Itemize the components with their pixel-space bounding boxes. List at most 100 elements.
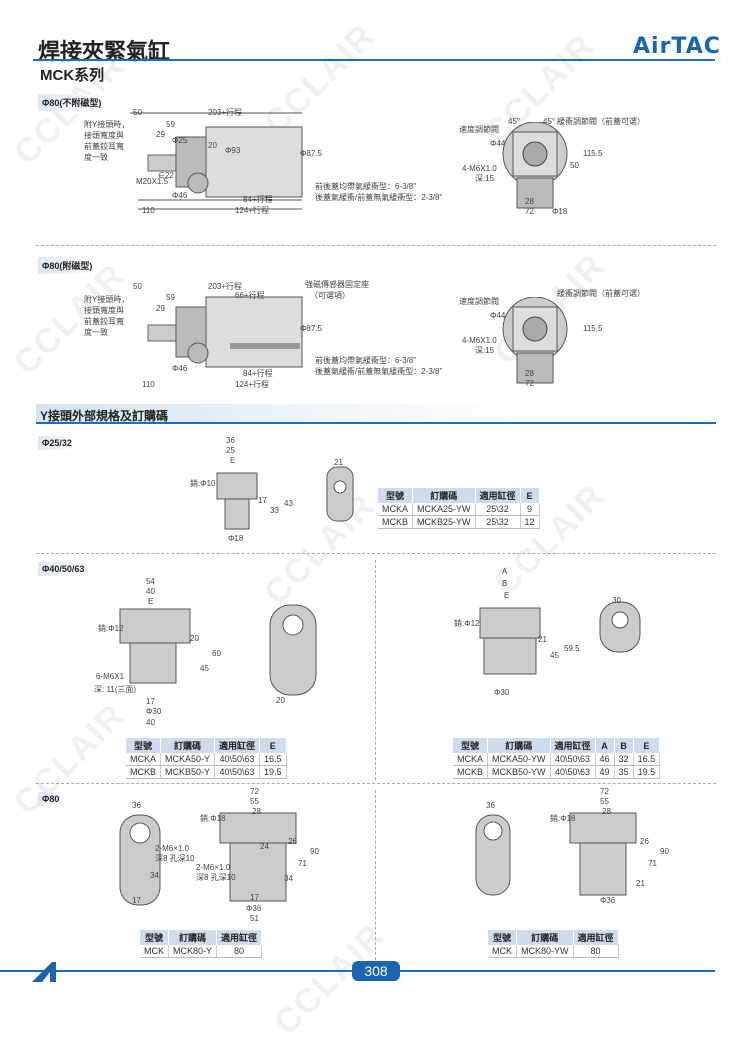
dim-label: 速度調節閥: [459, 297, 499, 306]
dim-label: 51: [250, 914, 259, 923]
y-joint-80-left-drawing: [119, 812, 297, 906]
note-line: 接頭寬度與: [84, 306, 124, 315]
th: E: [259, 738, 287, 753]
dim-label: 速度調節閥: [459, 125, 499, 134]
dim-label: Φ36: [600, 896, 616, 905]
dim-label: 43: [284, 499, 293, 508]
cell: 46: [595, 753, 615, 766]
cell: 9: [520, 503, 540, 516]
dim-label: Φ30: [494, 688, 510, 697]
cell: MCKA25-YW: [412, 503, 476, 516]
dim-label: 26: [288, 837, 297, 846]
series-title: MCK系列: [40, 67, 105, 84]
size-tag-80: Φ80: [38, 792, 64, 806]
dim-label: 6-M6X1: [96, 672, 125, 681]
dim-label: 40: [146, 718, 155, 727]
dim-label: 銷:Φ12: [98, 624, 124, 633]
th: 型號: [126, 738, 162, 753]
port-note: 前後蓋均帶氣緩衝型：6-3/8": [315, 182, 417, 191]
dim-label: 36: [226, 436, 235, 445]
cell: MCKB: [126, 765, 162, 779]
th: 訂購碼: [168, 930, 218, 945]
dim-label: 36: [132, 801, 141, 810]
dim-label: 29: [156, 130, 165, 139]
cell: 49: [595, 765, 615, 779]
dim-label: 71: [648, 859, 657, 868]
cell: MCKA50-YW: [487, 753, 551, 766]
dim-label: 28: [525, 197, 534, 206]
dim-label: 25: [226, 446, 235, 455]
section-tag-magnetic: Φ80(附磁型): [38, 257, 97, 274]
dim-label: Φ46: [172, 191, 188, 200]
dim-label: 銷:Φ10: [190, 479, 216, 488]
dim-label: 59: [166, 293, 175, 302]
th: 適用缸徑: [475, 488, 521, 503]
header-divider: [33, 59, 715, 61]
dim-label: 深:15: [475, 346, 495, 355]
dim-label: 84+行程: [243, 195, 273, 204]
dim-label: 203+行程: [208, 108, 243, 117]
dim-label: 29: [156, 304, 165, 313]
cell: 16.5: [259, 753, 287, 766]
note-line: 前蓋鉸耳寬: [84, 317, 124, 326]
section-tag-non-magnetic: Φ80(不附磁型): [38, 94, 106, 111]
dim-label: B: [502, 579, 508, 588]
cell: 19.5: [633, 765, 661, 779]
th: 適用缸徑: [573, 930, 619, 945]
dim-label: Φ46: [172, 364, 188, 373]
cell: 40\50\63: [214, 765, 261, 779]
cell: 80: [216, 945, 263, 958]
cell: MCKA50-Y: [160, 753, 216, 766]
dim-label: 33: [270, 506, 279, 515]
cell: 16.5: [633, 753, 661, 766]
dim-label: 40: [146, 587, 155, 596]
note-line: 附Y接頭時，: [84, 295, 130, 304]
dim-label: 45°: [543, 117, 556, 126]
dim-label: Φ87.5: [300, 149, 322, 158]
dim-label: 34: [150, 871, 159, 880]
th: B: [614, 738, 634, 753]
dim-label: 115.5: [583, 149, 603, 158]
dim-label: ∈22: [158, 171, 174, 180]
th: 型號: [488, 930, 517, 945]
cell: MCKA: [378, 503, 414, 516]
y-joint-40-left-drawing: [119, 604, 317, 696]
cell: MCKB50-Y: [160, 765, 216, 779]
cell: 40\50\63: [550, 753, 596, 766]
y-joint-40-right-drawing: [479, 601, 641, 675]
cell: 40\50\63: [550, 765, 596, 779]
cell: 32: [614, 753, 634, 766]
section-divider: [36, 553, 716, 554]
th: 訂購碼: [487, 738, 551, 753]
dim-label: 84+行程: [243, 369, 273, 378]
dim-label: 45°: [508, 117, 521, 126]
dim-label: 26: [640, 837, 649, 846]
cylinder-end-view-2: [502, 297, 568, 384]
dim-label: Φ30: [146, 707, 162, 716]
dim-label: 4-M6X1.0: [462, 336, 497, 345]
dim-label: E: [504, 591, 510, 600]
watermark: CCLAIR: [6, 696, 133, 823]
dim-label: 17: [132, 896, 141, 905]
cell: MCKA: [453, 753, 489, 766]
cell: 80: [573, 945, 619, 958]
port-note: 後蓋氣緩衝/前蓋無氣緩衝型：2-3/8": [315, 193, 443, 202]
note-line: 前蓋鉸耳寬: [84, 142, 124, 151]
dim-label: 緩衝調節閥（前蓋可選）: [557, 289, 645, 298]
cell: MCK80-Y: [168, 945, 218, 958]
dim-label: 55: [600, 797, 609, 806]
cell: MCKA: [126, 753, 162, 766]
th: 訂購碼: [160, 738, 216, 753]
dim-label: 71: [298, 859, 307, 868]
th: 型號: [453, 738, 489, 753]
dim-label: Φ87.5: [300, 324, 322, 333]
dim-label: 20: [276, 696, 285, 705]
dim-label: 115.5: [583, 324, 603, 333]
dim-label: 90: [660, 847, 669, 856]
th: 訂購碼: [516, 930, 574, 945]
y-joint-section-title: Y接頭外部規格及訂購碼: [36, 404, 716, 424]
